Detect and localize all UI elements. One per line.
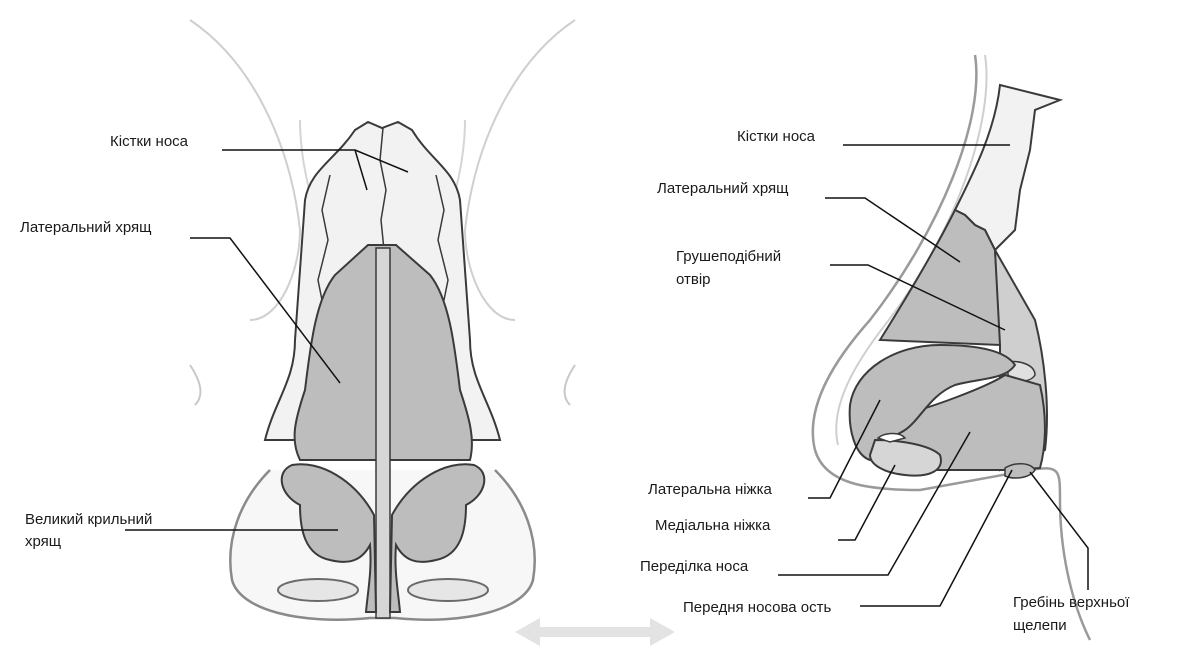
front-label-alar-cartilage-1: Великий крильний: [25, 511, 152, 528]
side-leader-medial-crus: [838, 465, 895, 540]
side-label-maxillary-crest-1: Гребінь верхньої: [1013, 594, 1130, 611]
front-face-outline-left: [190, 20, 300, 320]
front-nostril-left: [278, 579, 358, 601]
side-label-anterior-spine: Передня носова ость: [683, 599, 831, 616]
front-nostril-right: [408, 579, 488, 601]
front-view: Кістки носа Латеральний хрящ Великий кри…: [20, 20, 675, 646]
front-cheek-right: [565, 365, 575, 405]
front-cheek-left: [190, 365, 200, 405]
side-label-lateral-crus: Латеральна ніжка: [648, 481, 772, 498]
front-label-alar-cartilage-2: хрящ: [25, 533, 61, 550]
side-lateral-cartilage: [880, 210, 1000, 345]
side-label-piriform-1: Грушеподібний: [676, 248, 781, 265]
front-septal-cartilage: [376, 248, 390, 618]
side-label-medial-crus: Медіальна ніжка: [655, 517, 771, 534]
side-label-nasal-bones: Кістки носа: [737, 128, 816, 145]
side-label-piriform-2: отвір: [676, 271, 711, 288]
double-arrow-icon: [515, 618, 675, 646]
side-label-lateral-cartilage: Латеральний хрящ: [657, 180, 789, 197]
front-label-lateral-cartilage: Латеральний хрящ: [20, 219, 152, 236]
side-label-septum: Переділка носа: [640, 558, 749, 575]
front-label-nasal-bones: Кістки носа: [110, 133, 189, 150]
front-face-outline-right: [465, 20, 575, 320]
side-view: Кістки носа Латеральний хрящ Грушеподібн…: [640, 55, 1130, 640]
side-label-maxillary-crest-2: щелепи: [1013, 617, 1067, 634]
